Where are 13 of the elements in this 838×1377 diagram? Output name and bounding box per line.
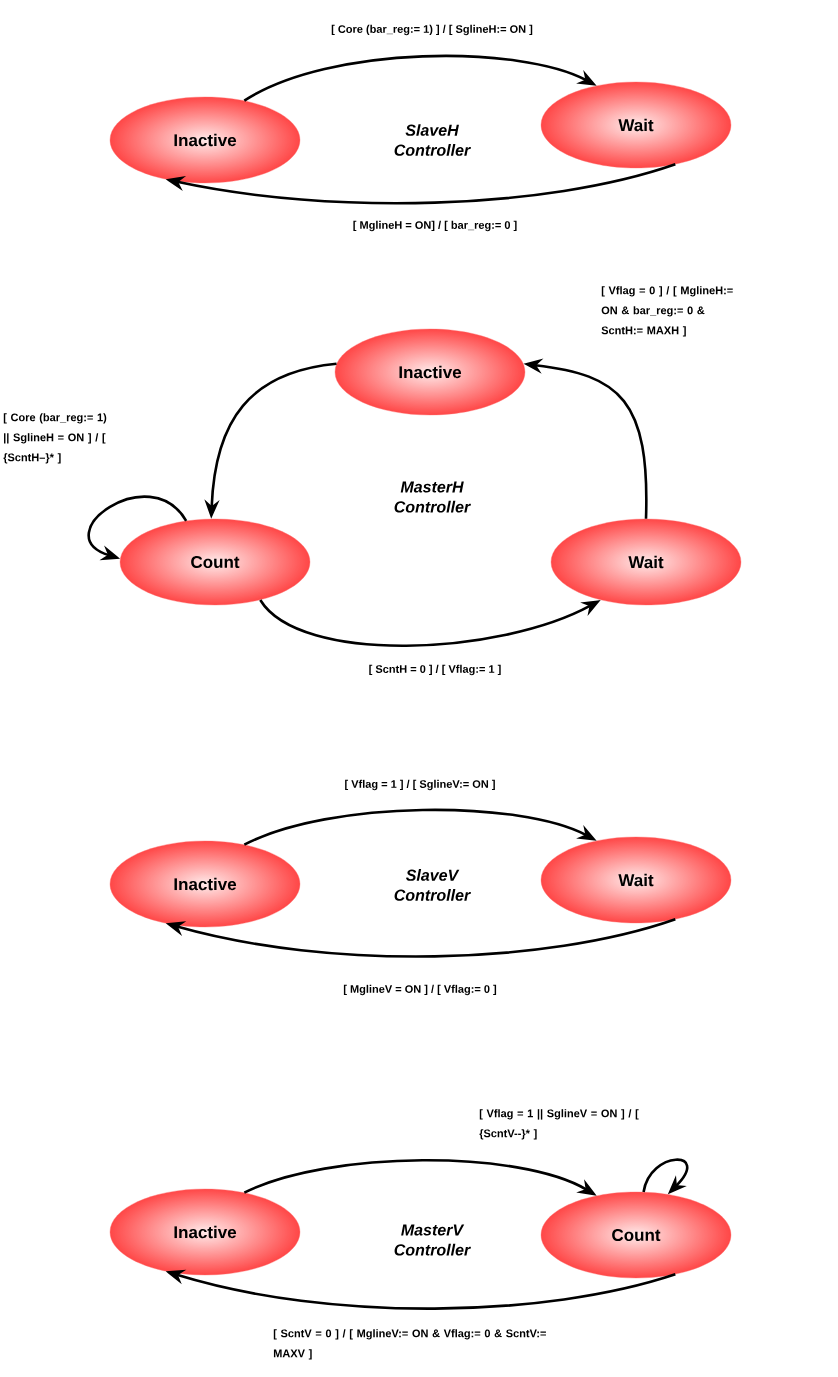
controller-name: MasterH Controller <box>394 481 471 513</box>
edge-label: [ Core (bar_reg:= 1) ] / [ SglineH:= ON ] <box>331 24 533 36</box>
edge-label: [ Vflag = 0 ] / [ MglineH:= ON & bar_reg:= 0 & ScntH:= MAXH ] <box>601 286 733 337</box>
controller-name: MasterV Controller <box>394 1224 471 1256</box>
edge-label: [ MglineH = ON] / [ bar_reg:= 0 ] <box>353 220 517 232</box>
edge-label: [ Vflag = 1 ] / [ SglineV:= ON ] <box>345 779 495 791</box>
controller-name: SlaveH Controller <box>394 124 471 156</box>
edge-label: [ MglineV = ON ] / [ Vflag:= 0 ] <box>343 984 497 996</box>
edge-label: [ ScntV = 0 ] / [ MglineV:= ON & Vflag:= 0 & ScntV:= MAXV ] <box>273 1329 546 1360</box>
controller-name: SlaveV Controller <box>394 869 471 901</box>
edge-label: [ Core (bar_reg:= 1) || SglineH = ON ] / [ {ScntH–}* ] <box>3 413 107 464</box>
edge-label: [ ScntH = 0 ] / [ Vflag:= 1 ] <box>369 664 501 676</box>
edge-label: [ Vflag = 1 || SglineV = ON ] / [ {ScntV--}* ] <box>479 1109 639 1140</box>
